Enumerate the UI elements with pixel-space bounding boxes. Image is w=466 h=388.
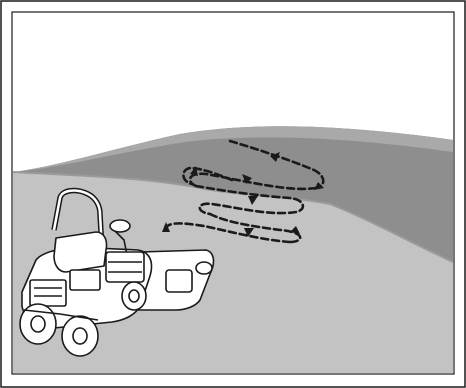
upper-ground-edge xyxy=(13,126,453,172)
rear-bumper xyxy=(23,309,99,321)
roll-bar-inner xyxy=(52,189,104,251)
arrowhead-right-mid xyxy=(248,196,258,205)
arrowhead-top xyxy=(270,152,280,162)
path-fourth-run xyxy=(198,202,298,216)
rear-wheel-right-hub xyxy=(72,327,88,345)
arrowhead-start xyxy=(162,222,170,232)
arrowhead-left-upper xyxy=(242,174,252,184)
arrowhead-right-upper xyxy=(314,182,324,190)
deck-caster-wheel xyxy=(195,261,213,275)
path-second-run xyxy=(188,172,318,191)
path-arrowheads xyxy=(162,152,324,237)
fuel-tank xyxy=(69,269,101,291)
path-upper-loop xyxy=(182,166,234,186)
arrowhead-right-lower xyxy=(290,226,300,234)
path-bottom-run xyxy=(162,222,292,244)
engine-cover xyxy=(29,279,67,307)
ride-on-mower-illustration xyxy=(19,187,215,357)
front-wheel-hub xyxy=(128,289,140,303)
hood-panel xyxy=(105,251,145,283)
path-top-run xyxy=(228,139,325,190)
deck-cover xyxy=(165,269,193,293)
path-third-run xyxy=(194,184,305,214)
path-fifth-run xyxy=(208,212,302,244)
slope-face xyxy=(13,126,453,263)
steering-wheel xyxy=(109,219,131,233)
travel-path xyxy=(162,139,325,244)
arrowhead-bottom-left xyxy=(244,228,254,237)
rear-wheel-left-hub xyxy=(30,315,46,333)
picture-border xyxy=(11,11,455,375)
seat xyxy=(53,231,108,273)
arrowhead-left-mid xyxy=(190,166,198,176)
